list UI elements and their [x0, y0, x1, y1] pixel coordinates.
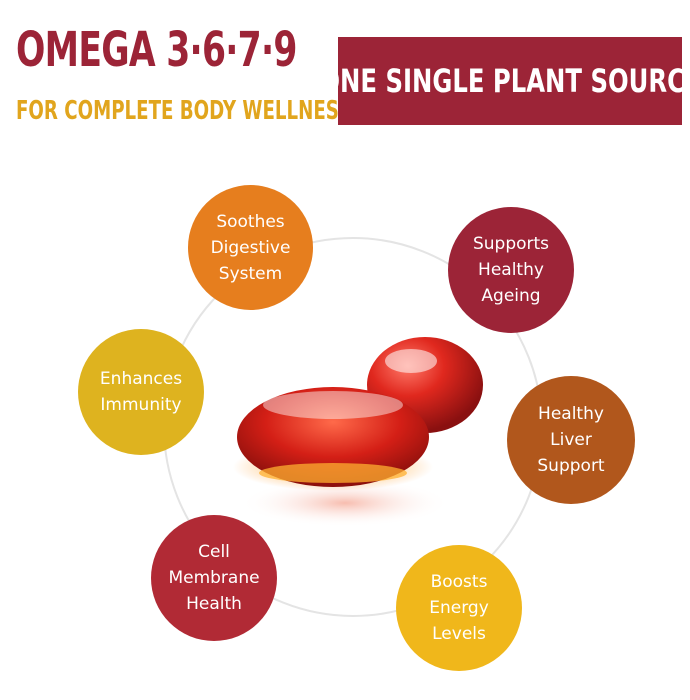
product-title: OMEGA 3·6·7·9 — [16, 22, 297, 78]
benefit-enhances-immunity: Enhances Immunity — [78, 329, 204, 455]
plant-source-banner: ONE SINGLE PLANT SOURCE — [338, 37, 682, 125]
benefit-supports-healthy-ageing: Supports Healthy Ageing — [448, 207, 574, 333]
front-capsule — [233, 387, 433, 491]
product-subtitle: FOR COMPLETE BODY WELLNESS — [16, 96, 352, 126]
capsule-reflection — [240, 479, 450, 527]
banner-text: ONE SINGLE PLANT SOURCE — [338, 62, 682, 100]
benefit-healthy-liver-support: Healthy Liver Support — [507, 376, 635, 504]
benefit-soothes-digestive-system: Soothes Digestive System — [188, 185, 313, 310]
benefit-cell-membrane-health: Cell Membrane Health — [151, 515, 277, 641]
benefit-boosts-energy-levels: Boosts Energy Levels — [396, 545, 522, 671]
softgel-capsules-illustration — [233, 337, 483, 527]
